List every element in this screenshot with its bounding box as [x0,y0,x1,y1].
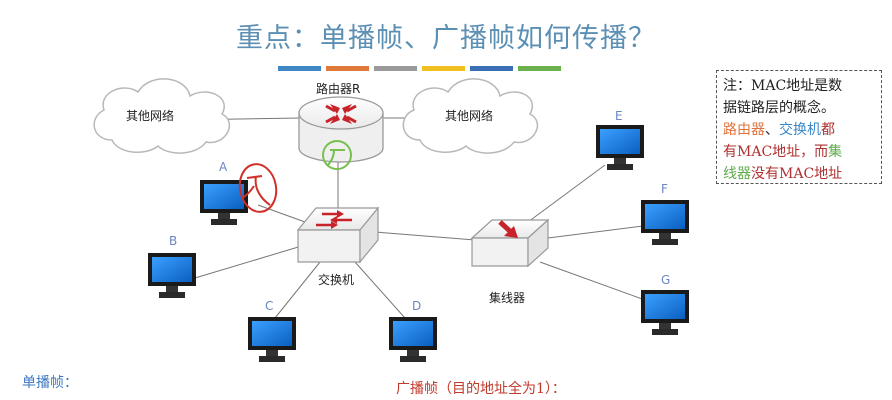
unicast-heading: 单播帧： [22,375,78,391]
note-line-2: 据链路层的概念。 [723,100,835,116]
computer-f-icon [641,200,689,245]
cloud-right-label: 其他网络 [445,109,494,123]
note-line-1: 注：MAC地址是数 [723,78,843,94]
accent-bar-4 [422,66,465,71]
switch-label: 交换机 [318,273,355,287]
switch-icon [296,206,380,264]
link-hub-e [527,164,606,223]
note-no-mac: 没有MAC地址 [751,166,843,182]
slide-title: 重点：单播帧、广播帧如何传播？ [236,23,656,54]
note-ji: 集 [828,144,843,160]
hub-icon [470,218,550,268]
accent-bar-1 [278,66,321,71]
computer-d-icon [389,317,437,362]
links [174,117,646,319]
computer-c-icon [248,317,296,362]
host-label-c: C [265,299,274,313]
handwritten-mark-icon [238,163,278,213]
host-label-b: B [169,234,178,248]
link-switch-d [354,261,406,319]
computer-e-icon [596,125,644,170]
router-icon [298,96,384,170]
hub-label: 集线器 [489,291,526,305]
host-label-f: F [661,182,668,196]
link-switch-hub [374,231,476,241]
link-switch-c [274,261,321,319]
accent-bar-6 [518,66,561,71]
note-has-mac: 有MAC地址，而 [723,144,829,160]
note-sep: 、 [765,122,779,138]
cloud-left-icon [93,78,231,154]
accent-bar-2 [326,66,369,71]
computer-a-icon [200,180,248,225]
link-hub-f [547,225,644,239]
note-switch: 交换机 [779,122,821,138]
host-label-e: E [615,109,623,123]
link-switch-b [194,244,306,279]
computer-g-icon [641,290,689,335]
note-line-4: 有MAC地址，而集 [723,141,875,163]
note-xian: 线器 [723,166,751,182]
note-dou: 都 [821,122,835,138]
accent-bar-5 [470,66,513,71]
note-line-5: 线器没有MAC地址 [723,163,875,185]
host-label-g: G [661,273,671,287]
host-label-a: A [219,160,228,174]
link-switch-a [257,204,306,223]
note-box: 注：MAC地址是数 据链路层的概念。 路由器、交换机都 有MAC地址，而集 线器… [716,70,882,184]
cloud-left-label: 其他网络 [126,109,175,123]
host-label-d: D [412,299,422,313]
note-line-3: 路由器、交换机都 [723,119,875,141]
router-label: 路由器R [316,82,361,96]
link-hub-g [539,261,646,301]
computer-b-icon [148,253,196,298]
cloud-right-icon [402,78,539,154]
note-router: 路由器 [723,122,765,138]
broadcast-heading: 广播帧（目的地址全为1）： [396,381,566,397]
accent-bar-3 [374,66,417,71]
